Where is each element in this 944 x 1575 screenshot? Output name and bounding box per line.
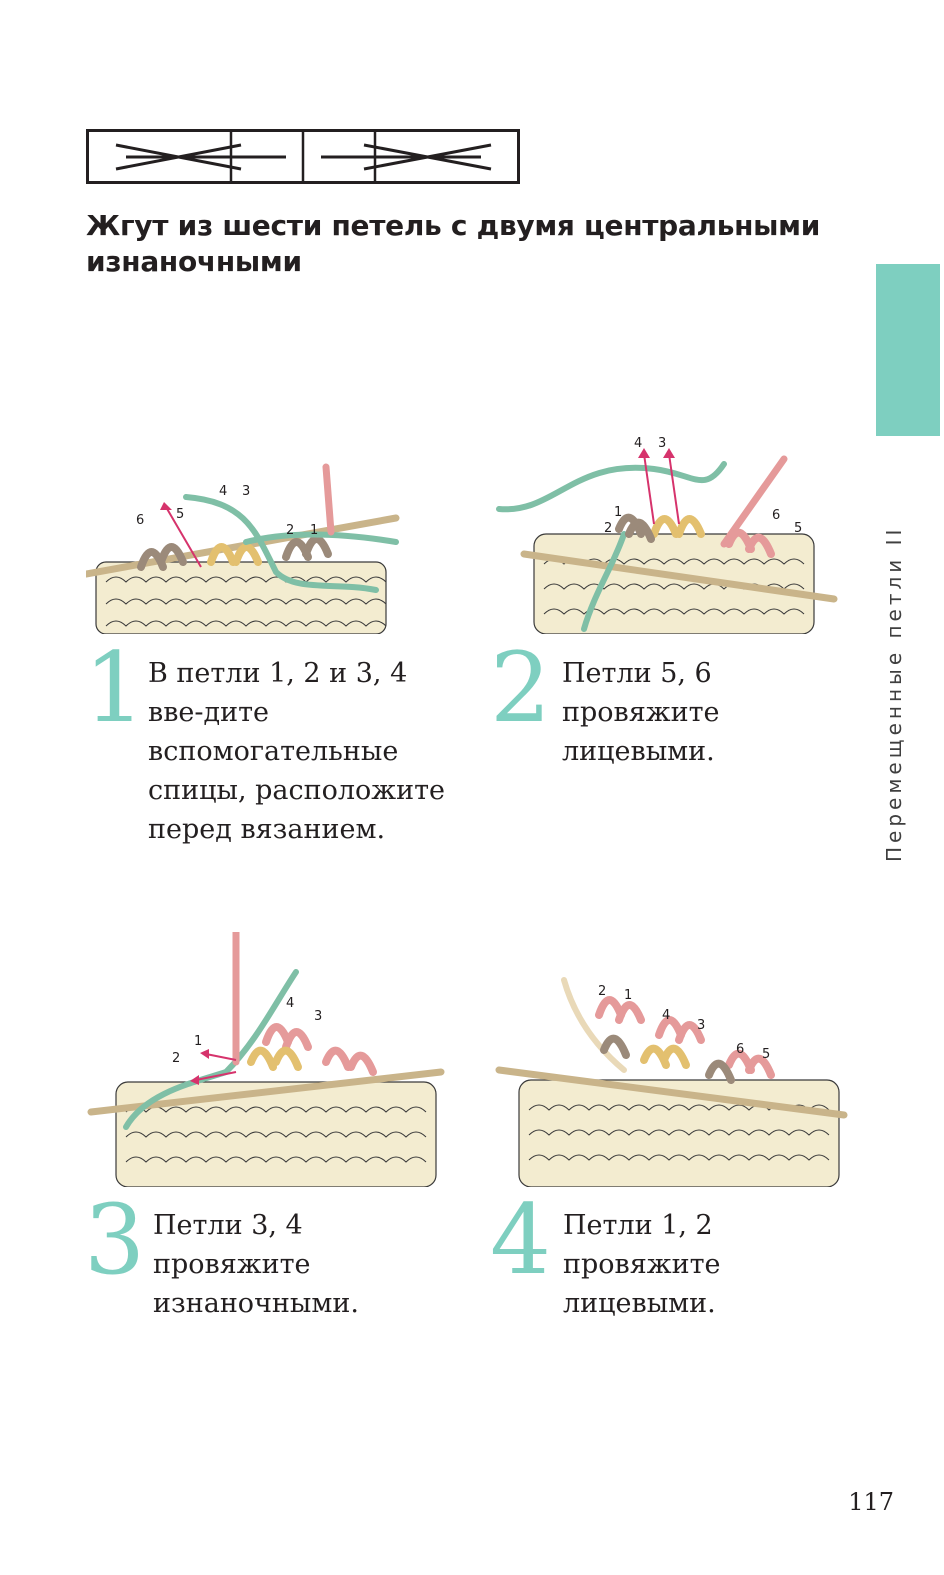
step-2-label-1: 1 [614, 505, 622, 520]
cable-chart-symbol [86, 129, 520, 184]
step-1-label-3: 3 [242, 484, 250, 499]
step-4-number: 4 [490, 1184, 552, 1296]
step-1-number: 1 [84, 632, 146, 744]
step-1-label-4: 4 [219, 484, 227, 499]
step-4-label-4: 4 [662, 1008, 670, 1023]
step-4-illustration: 2 1 4 3 6 5 [495, 977, 848, 1187]
step-2-illustration: 4 3 1 2 6 5 [496, 436, 838, 634]
step-3-label-2: 2 [172, 1051, 180, 1066]
step-2-text: Петли 5, 6 провяжите лицевыми. [562, 658, 720, 767]
step-3-label-1: 1 [194, 1034, 202, 1049]
step-1-illustration: 6 5 4 3 2 1 [86, 463, 400, 634]
page-number: 117 [848, 1488, 894, 1516]
step-2-label-2: 2 [604, 521, 612, 536]
step-4-label-2: 2 [598, 984, 606, 999]
step-3-text: Петли 3, 4 провяжите изнаночными. [153, 1210, 359, 1319]
page-title: Жгут из шести петель с двумя центральным… [86, 209, 821, 278]
step-4-label-6: 6 [736, 1042, 744, 1057]
step-1-label-5: 5 [176, 507, 184, 522]
step-4-text: Петли 1, 2 провяжите лицевыми. [563, 1210, 721, 1319]
step-3-number: 3 [84, 1184, 146, 1296]
step-4-label-5: 5 [762, 1047, 770, 1062]
step-2-label-6: 6 [772, 508, 780, 523]
step-4-label-3: 3 [697, 1018, 705, 1033]
step-1-label-2: 2 [286, 523, 294, 538]
step-4-label-1: 1 [624, 988, 632, 1003]
step-3-illustration: 4 3 1 2 [87, 932, 445, 1187]
section-label: Перемещенные петли II [882, 525, 906, 862]
step-3-label-4: 4 [286, 996, 294, 1011]
step-2-label-3: 3 [658, 436, 666, 451]
step-1-label-1: 1 [310, 523, 318, 538]
step-1-text: В петли 1, 2 и 3, 4 вве-дите вспомогател… [148, 658, 446, 845]
step-2-label-4: 4 [634, 436, 642, 451]
step-2-label-5: 5 [794, 521, 802, 536]
step-1-label-6: 6 [136, 513, 144, 528]
section-tab [876, 264, 940, 436]
step-2-number: 2 [490, 632, 552, 744]
step-3-label-3: 3 [314, 1009, 322, 1024]
